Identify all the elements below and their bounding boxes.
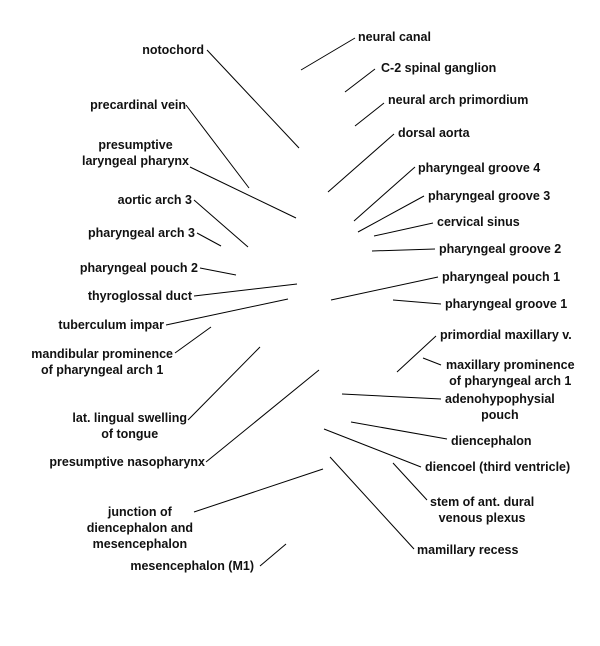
- label-pharyngeal-arch-3: pharyngeal arch 3: [88, 226, 195, 240]
- leader-presumptive-nasopharynx: [205, 369, 320, 463]
- leader-presumptive-laryngeal-pharynx: [189, 166, 297, 219]
- label-pharyngeal-groove-1: pharyngeal groove 1: [445, 297, 568, 311]
- label-notochord: notochord: [142, 43, 204, 57]
- leader-stem-ant-dural: [392, 462, 428, 501]
- leader-mamillary-recess: [329, 456, 415, 550]
- leader-pharyngeal-groove-2: [371, 248, 436, 252]
- leader-thyroglossal-duct: [193, 283, 298, 297]
- leader-junction-di-mes: [193, 468, 324, 513]
- label-primordial-maxillary-v: primordial maxillary v.: [440, 328, 572, 342]
- leader-tuberculum-impar: [165, 298, 289, 326]
- leader-c2-spinal-ganglion: [344, 68, 376, 93]
- leader-pharyngeal-arch-3: [196, 232, 222, 247]
- leader-pharyngeal-pouch-1: [330, 276, 439, 301]
- label-precardinal-vein: precardinal vein: [90, 98, 186, 112]
- leader-diencephalon: [350, 421, 448, 440]
- leader-pharyngeal-pouch-2: [199, 267, 237, 276]
- leader-notochord: [206, 49, 300, 149]
- leader-dorsal-aorta: [327, 133, 395, 193]
- label-diencephalon: diencephalon: [451, 434, 532, 448]
- label-mamillary-recess: mamillary recess: [417, 543, 519, 557]
- label-neural-arch-primordium: neural arch primordium: [388, 93, 529, 107]
- leader-maxillary-prominence: [422, 357, 442, 366]
- label-lat-lingual-swelling: lat. lingual swelling of tongue: [72, 411, 187, 441]
- leader-pharyngeal-groove-1: [392, 299, 442, 305]
- label-aortic-arch-3: aortic arch 3: [117, 193, 192, 207]
- leader-diencoel: [323, 428, 422, 468]
- label-c2-spinal-ganglion: C-2 spinal ganglion: [381, 61, 497, 75]
- leader-primordial-maxillary-v: [396, 335, 437, 373]
- leader-pharyngeal-groove-4: [353, 166, 416, 222]
- label-pharyngeal-groove-3: pharyngeal groove 3: [428, 189, 551, 203]
- label-stem-ant-dural: stem of ant. dural venous plexus: [430, 495, 535, 525]
- leader-mandibular-prominence: [174, 326, 212, 354]
- leader-pharyngeal-groove-3: [357, 195, 425, 233]
- label-tuberculum-impar: tuberculum impar: [58, 318, 164, 332]
- label-thyroglossal-duct: thyroglossal duct: [87, 289, 192, 303]
- leader-mesencephalon: [259, 543, 287, 567]
- label-adenohypophysial-pouch: adenohypophysial pouch: [445, 392, 555, 422]
- label-junction-di-mes: junction of diencephalon and mesencephal…: [86, 505, 193, 551]
- label-dorsal-aorta: dorsal aorta: [398, 126, 470, 140]
- label-presumptive-laryngeal-pharynx: presumptive laryngeal pharynx: [82, 138, 189, 168]
- label-mandibular-prominence: mandibular prominence of pharyngeal arch…: [31, 347, 173, 377]
- label-mesencephalon: mesencephalon (M1): [130, 559, 254, 573]
- leader-precardinal-vein: [185, 104, 250, 189]
- leader-lat-lingual-swelling: [187, 346, 261, 421]
- label-pharyngeal-groove-4: pharyngeal groove 4: [418, 161, 541, 175]
- label-pharyngeal-pouch-2: pharyngeal pouch 2: [79, 261, 198, 275]
- leader-neural-arch-primordium: [354, 102, 385, 127]
- label-presumptive-nasopharynx: presumptive nasopharynx: [49, 455, 205, 469]
- label-diencoel: diencoel (third ventricle): [425, 460, 571, 474]
- leader-aortic-arch-3: [193, 199, 249, 248]
- label-maxillary-prominence: maxillary prominence of pharyngeal arch …: [446, 358, 575, 388]
- label-neural-canal: neural canal: [358, 30, 431, 44]
- leader-cervical-sinus: [373, 222, 434, 237]
- leader-neural-canal: [300, 37, 356, 71]
- leader-adenohypophysial-pouch: [341, 393, 442, 400]
- label-cervical-sinus: cervical sinus: [437, 215, 520, 229]
- label-pharyngeal-groove-2: pharyngeal groove 2: [439, 242, 562, 256]
- label-pharyngeal-pouch-1: pharyngeal pouch 1: [442, 270, 561, 284]
